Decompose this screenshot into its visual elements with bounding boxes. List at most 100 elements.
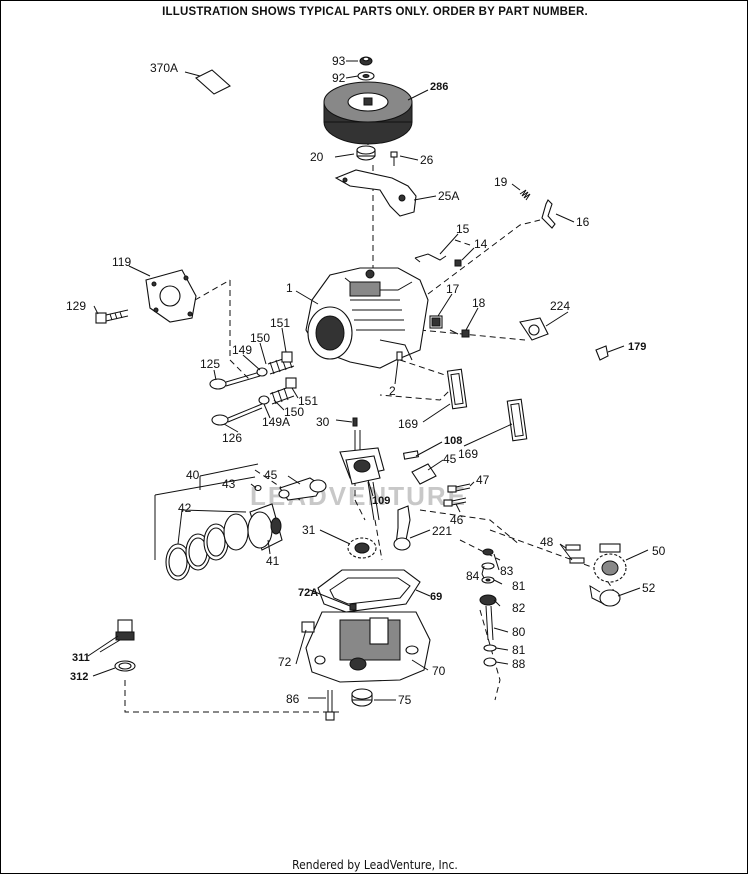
label-179: 179	[628, 341, 646, 353]
part-151-seal-2[interactable]	[285, 377, 297, 389]
part-30-key[interactable]	[352, 417, 358, 427]
part-108-pin[interactable]	[402, 450, 420, 460]
part-109-crankshaft[interactable]	[339, 430, 385, 521]
label-126: 126	[222, 431, 242, 445]
part-93-nut[interactable]	[359, 56, 373, 66]
part-119-head-gasket[interactable]	[145, 269, 197, 323]
part-224-gasket[interactable]	[519, 317, 549, 341]
label-43: 43	[222, 477, 236, 491]
label-109: 109	[372, 495, 390, 507]
label-16: 16	[576, 215, 590, 229]
part-286-flywheel[interactable]	[323, 81, 413, 145]
label-15: 15	[456, 222, 470, 236]
part-2-dowel[interactable]	[396, 351, 403, 361]
part-20-collar[interactable]	[356, 145, 376, 161]
label-108: 108	[444, 435, 462, 447]
part-70-crankcase-sump[interactable]	[305, 611, 431, 683]
label-93: 93	[332, 54, 346, 68]
label-83: 83	[500, 564, 514, 578]
label-47: 47	[476, 473, 490, 487]
label-151-lower: 151	[298, 394, 318, 408]
part-88-bushing[interactable]	[483, 657, 497, 667]
label-149A: 149A	[262, 415, 290, 429]
part-26-screw[interactable]	[390, 151, 398, 166]
label-129: 129	[66, 299, 86, 313]
part-45-connecting-rod[interactable]	[278, 477, 327, 501]
label-46: 46	[450, 513, 464, 527]
part-48-pins[interactable]	[565, 544, 585, 564]
label-149: 149	[232, 343, 252, 357]
label-84: 84	[466, 569, 480, 583]
label-370A: 370A	[150, 61, 178, 75]
part-83-washer[interactable]	[482, 548, 494, 556]
part-126-valve[interactable]	[211, 403, 263, 426]
part-19-spring[interactable]	[519, 189, 531, 201]
label-169-right: 169	[458, 447, 478, 461]
part-82-gear[interactable]	[479, 594, 497, 606]
part-370A-decal[interactable]	[195, 69, 231, 95]
label-312: 312	[70, 671, 88, 683]
label-81-lower: 81	[512, 643, 526, 657]
part-312-washer[interactable]	[114, 660, 136, 672]
label-72A: 72A	[298, 587, 318, 599]
label-151-upper: 151	[270, 316, 290, 330]
part-42-piston-rings[interactable]	[165, 513, 249, 581]
label-52: 52	[642, 581, 656, 595]
leader-lines	[87, 60, 649, 701]
part-80-shaft[interactable]	[485, 605, 494, 641]
label-125: 125	[200, 357, 220, 371]
part-labels: 370A 93 92 286 20 26 25A 19 16 15 14 119…	[66, 54, 666, 707]
label-150-lower: 150	[284, 405, 304, 419]
part-14-clip[interactable]	[454, 259, 462, 267]
part-81-washer-2[interactable]	[483, 644, 497, 652]
render-credit: Rendered by LeadVenture, Inc.	[292, 858, 458, 872]
part-311-fill-plug[interactable]	[115, 619, 135, 641]
part-125-valve[interactable]	[209, 371, 261, 390]
label-72: 72	[278, 655, 292, 669]
part-50-cam-gear[interactable]	[593, 543, 627, 583]
part-15-governor-rod[interactable]	[414, 253, 447, 263]
part-52-camshaft[interactable]	[589, 585, 621, 607]
part-151-seal[interactable]	[281, 351, 293, 363]
part-179-clip[interactable]	[595, 345, 609, 361]
part-69-sump-gasket[interactable]	[317, 569, 421, 613]
part-150-valve-spring[interactable]	[267, 355, 295, 375]
part-72-drain-plug[interactable]	[301, 621, 315, 633]
label-41: 41	[266, 554, 280, 568]
part-75-oil-seal[interactable]	[351, 688, 373, 707]
label-81-upper: 81	[512, 579, 526, 593]
part-43-pin-retainer[interactable]	[254, 484, 262, 492]
label-221: 221	[432, 524, 452, 538]
label-70: 70	[432, 664, 446, 678]
part-72A-screw[interactable]	[349, 603, 357, 611]
part-129-head-bolt[interactable]	[95, 309, 129, 324]
label-88: 88	[512, 657, 526, 671]
part-84-seal[interactable]	[481, 562, 495, 570]
part-18-screw[interactable]	[449, 329, 470, 338]
part-47-rod-bolt[interactable]	[447, 483, 471, 493]
label-311: 311	[72, 652, 90, 664]
part-221-governor[interactable]	[393, 505, 411, 551]
label-169-left: 169	[398, 417, 418, 431]
part-150-valve-spring-2[interactable]	[269, 385, 295, 405]
part-169-gasket-b[interactable]	[506, 398, 528, 442]
label-48: 48	[540, 535, 554, 549]
part-25A-ignition-bracket[interactable]	[334, 169, 417, 217]
label-30: 30	[316, 415, 330, 429]
part-17-breather[interactable]	[429, 315, 443, 329]
part-1-cylinder-block[interactable]	[305, 267, 429, 369]
part-149A-retainer[interactable]	[258, 395, 270, 405]
part-92-washer[interactable]	[357, 71, 375, 81]
label-119: 119	[112, 255, 131, 269]
part-41-piston[interactable]	[247, 503, 283, 551]
label-150-upper: 150	[250, 331, 270, 345]
label-69: 69	[430, 591, 442, 603]
part-31-crank-gear[interactable]	[347, 537, 377, 559]
part-16-link[interactable]	[541, 199, 556, 229]
label-17: 17	[446, 282, 460, 296]
label-42: 42	[178, 501, 192, 515]
part-169-gasket-a[interactable]	[446, 368, 468, 410]
part-86-bolt[interactable]	[325, 690, 335, 721]
label-86: 86	[286, 692, 300, 706]
part-46-rod-bolt[interactable]	[443, 497, 467, 507]
